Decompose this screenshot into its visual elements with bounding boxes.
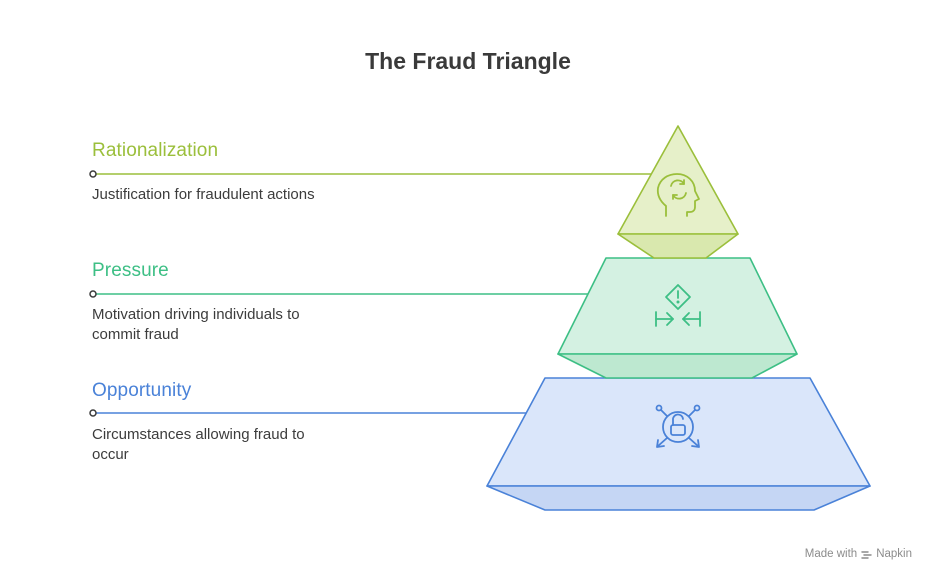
- made-with-napkin-footer[interactable]: Made with Napkin: [805, 548, 912, 560]
- connector-rationalization: [89, 170, 652, 178]
- layer-label-pressure: Pressure: [92, 260, 169, 281]
- layer-label-opportunity: Opportunity: [92, 380, 192, 401]
- pyramid-layer-pressure: [557, 257, 798, 379]
- connector-pressure: [89, 290, 590, 298]
- napkin-logo-icon: [861, 550, 872, 559]
- head-cycle-icon: [656, 173, 700, 217]
- layer-label-rationalization: Rationalization: [92, 140, 219, 161]
- connector-opportunity: [89, 409, 528, 417]
- layer-description-opportunity: Circumstances allowing fraud to occur: [92, 426, 305, 463]
- made-with-text: Made with: [804, 548, 858, 560]
- pyramid-layer-opportunity: [486, 377, 871, 511]
- layer-description-rationalization: Justification for fraudulent actions: [92, 186, 315, 203]
- unlock-network-icon: [655, 404, 701, 448]
- napkin-brand-text: Napkin: [876, 548, 912, 560]
- layer-description-pressure: Motivation driving individuals to commit…: [92, 306, 300, 343]
- warning-compress-icon: [655, 284, 701, 327]
- pyramid-layer-rationalization: [617, 125, 739, 259]
- page-title: The Fraud Triangle: [365, 48, 571, 74]
